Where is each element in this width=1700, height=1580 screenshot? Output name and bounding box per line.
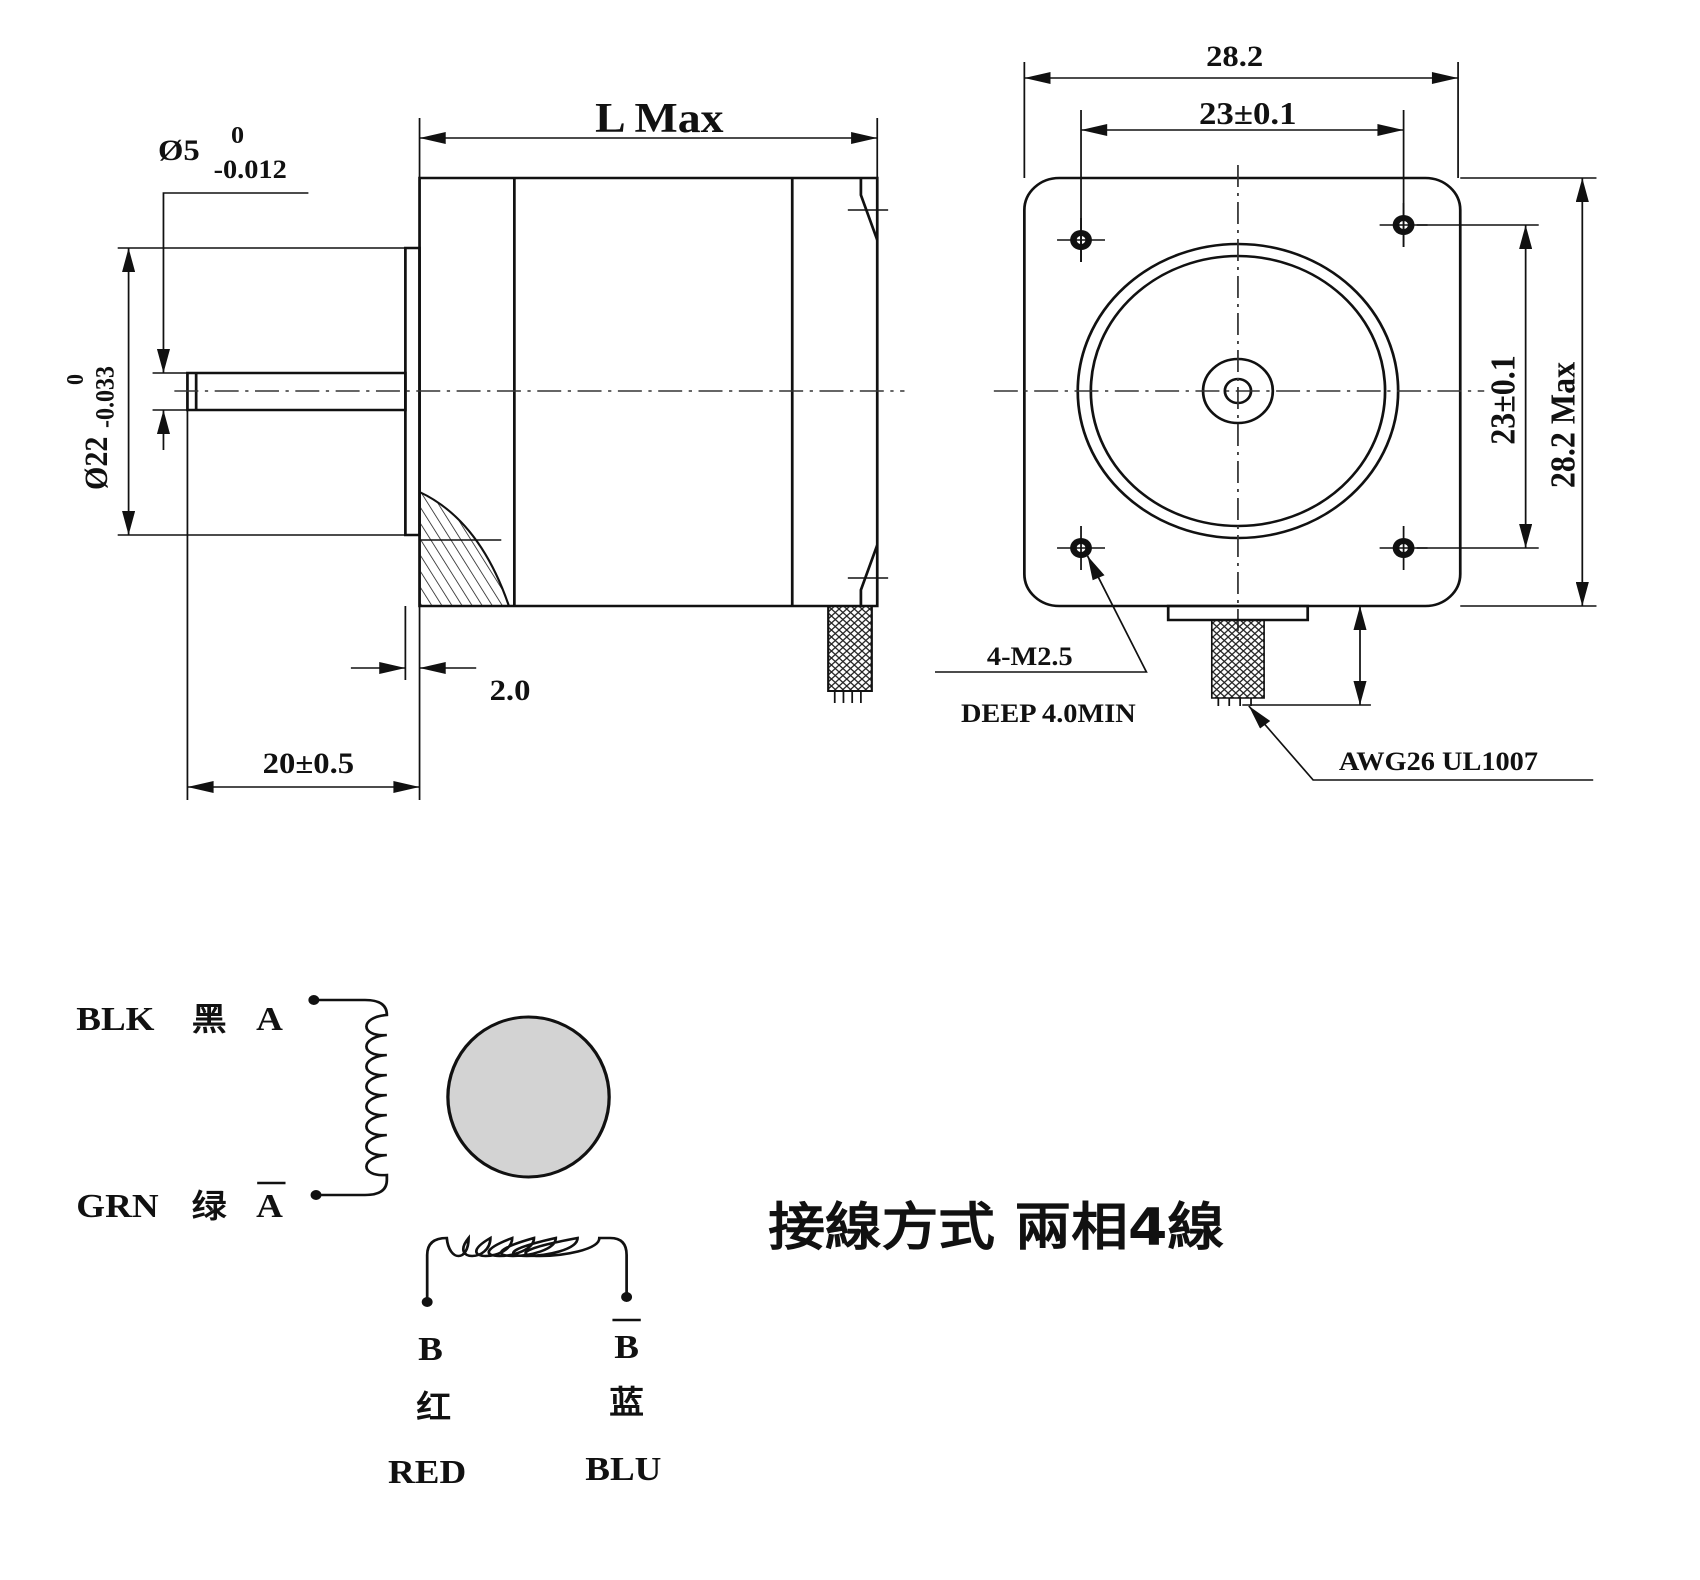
- shaft-tol-lower: -0.012: [214, 155, 287, 184]
- front-view: 28.2 23±0.1 23±0.1 28.2 Max 4-M2.5 DEEP …: [934, 39, 1597, 781]
- pilot-tol-lower: -0.033: [91, 366, 119, 428]
- length-label: L Max: [595, 95, 723, 142]
- hole-spacing-v: 23±0.1: [1485, 355, 1524, 445]
- width-label: 28.2: [1206, 39, 1263, 72]
- height-label: 28.2 Max: [1544, 362, 1583, 488]
- pilot-height: 2.0: [490, 673, 531, 706]
- shaft-tol-upper: 0: [231, 123, 244, 149]
- b-minus-pin: B: [614, 1327, 639, 1365]
- end-cap-notch: [859, 178, 879, 606]
- b-plus-color-zh: 红: [416, 1388, 451, 1425]
- pilot-diameter: Ø22: [78, 437, 114, 490]
- rotor: [446, 1015, 611, 1179]
- a-minus-pin: A: [256, 1186, 283, 1224]
- section-hatch: [418, 490, 511, 607]
- hole-spacing-h: 23±0.1: [1199, 96, 1297, 131]
- shaft-length: 20±0.5: [263, 746, 354, 779]
- lead-wires: [827, 605, 873, 692]
- depth-label: DEEP 4.0MIN: [961, 699, 1136, 728]
- wire-bundle: [1210, 619, 1265, 706]
- thread-label: 4-M2.5: [987, 642, 1073, 671]
- shaft-diameter: Ø5: [158, 133, 200, 166]
- b-minus-color-zh: 蓝: [609, 1383, 644, 1420]
- side-view: L Max Ø5 0 -0.012 Ø22 0 -0.033 2.0 20±0.…: [62, 95, 905, 800]
- a-plus-color: BLK: [76, 999, 155, 1037]
- mounting-holes: [1057, 203, 1428, 570]
- a-plus-pin: A: [256, 999, 283, 1037]
- coil-b: [425, 1234, 628, 1302]
- motor-body: [418, 176, 879, 608]
- a-plus-color-zh: 黑: [192, 1000, 227, 1037]
- coil-a: [313, 998, 389, 1197]
- wire-label: AWG26 UL1007: [1339, 747, 1538, 776]
- wiring-title: 接線方式 兩相4線: [768, 1197, 1224, 1257]
- wiring-diagram: BLK 黑 A GRN 绿 A B 红 RED B 蓝 BLU 接線方式 兩相4…: [76, 995, 1224, 1491]
- b-plus-pin: B: [418, 1329, 443, 1367]
- pilot-tol-upper: 0: [62, 374, 88, 385]
- a-minus-color-zh: 绿: [192, 1187, 227, 1224]
- b-minus-color: BLU: [585, 1449, 661, 1487]
- a-minus-color: GRN: [76, 1186, 159, 1224]
- b-plus-color: RED: [388, 1452, 466, 1490]
